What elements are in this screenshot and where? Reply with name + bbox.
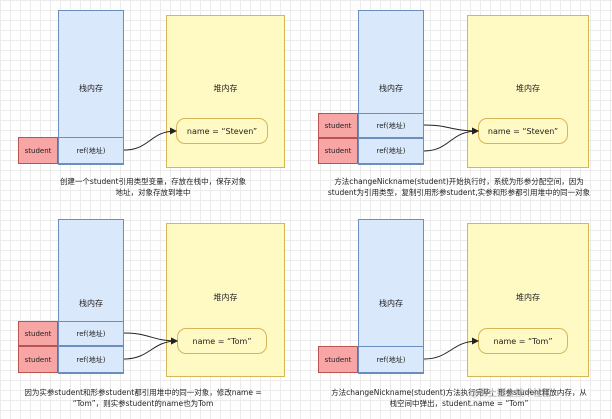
arrow-arg-to-object — [423, 127, 479, 152]
panel-method-end: 栈内存 student ref(地址) 堆内存 name = “Tom” 方法c… — [306, 209, 612, 418]
heap-title: 堆内存 — [516, 84, 540, 93]
variable-student: student — [18, 137, 58, 164]
heap-title: 堆内存 — [213, 84, 238, 93]
arrow-arg-to-object — [123, 337, 178, 360]
object-name-steven: name = “Steven” — [478, 118, 568, 144]
reference-cell: ref(地址) — [358, 346, 424, 373]
variable-student-param: student — [18, 321, 58, 346]
panel-modify-name: 栈内存 student ref(地址) student ref(地址) 堆内存 … — [0, 209, 306, 418]
stack-title: 栈内存 — [379, 84, 403, 93]
heap-title: 堆内存 — [516, 293, 540, 302]
variable-student-arg: student — [18, 346, 58, 373]
panel-method-start: 栈内存 student ref(地址) student ref(地址) 堆内存 … — [306, 0, 612, 209]
object-name-tom: name = “Tom” — [478, 328, 568, 354]
arrow-ref-to-object — [123, 127, 177, 151]
stack-title: 栈内存 — [79, 299, 103, 308]
arrow-param-to-object — [123, 332, 178, 345]
caption: 方法changeNickname(student)开始执行时，系统为形参分配空间… — [327, 177, 591, 197]
stack-title: 栈内存 — [379, 299, 403, 308]
arrow-ref-to-object — [423, 337, 479, 360]
panel-create-variable: 栈内存 student ref(地址) 堆内存 name = “Steven” … — [0, 0, 306, 209]
reference-cell-arg: ref(地址) — [58, 346, 124, 373]
watermark: @稀土掘金技术社区 — [470, 389, 552, 399]
reference-cell: ref(地址) — [58, 137, 124, 164]
object-name-steven: name = “Steven” — [176, 118, 268, 144]
caption: 因为实参student和形参student都引用堆中的同一对象，修改name =… — [24, 388, 262, 408]
caption: 方法changeNickname(student)方法执行完毕，形参studen… — [331, 388, 587, 408]
variable-student: student — [318, 346, 358, 373]
object-name-tom: name = “Tom” — [177, 328, 267, 354]
stack-title: 栈内存 — [79, 84, 103, 93]
variable-student-param: student — [318, 113, 358, 138]
caption: 创建一个student引用类型变量，存放在栈中，保存对象 地址，对象存放到堆中 — [59, 177, 247, 197]
arrow-param-to-object — [423, 124, 479, 135]
variable-student-arg: student — [318, 138, 358, 164]
heap-title: 堆内存 — [213, 293, 238, 302]
reference-cell-param: ref(地址) — [358, 113, 424, 138]
reference-cell-arg: ref(地址) — [358, 138, 424, 164]
reference-cell-param: ref(地址) — [58, 321, 124, 346]
